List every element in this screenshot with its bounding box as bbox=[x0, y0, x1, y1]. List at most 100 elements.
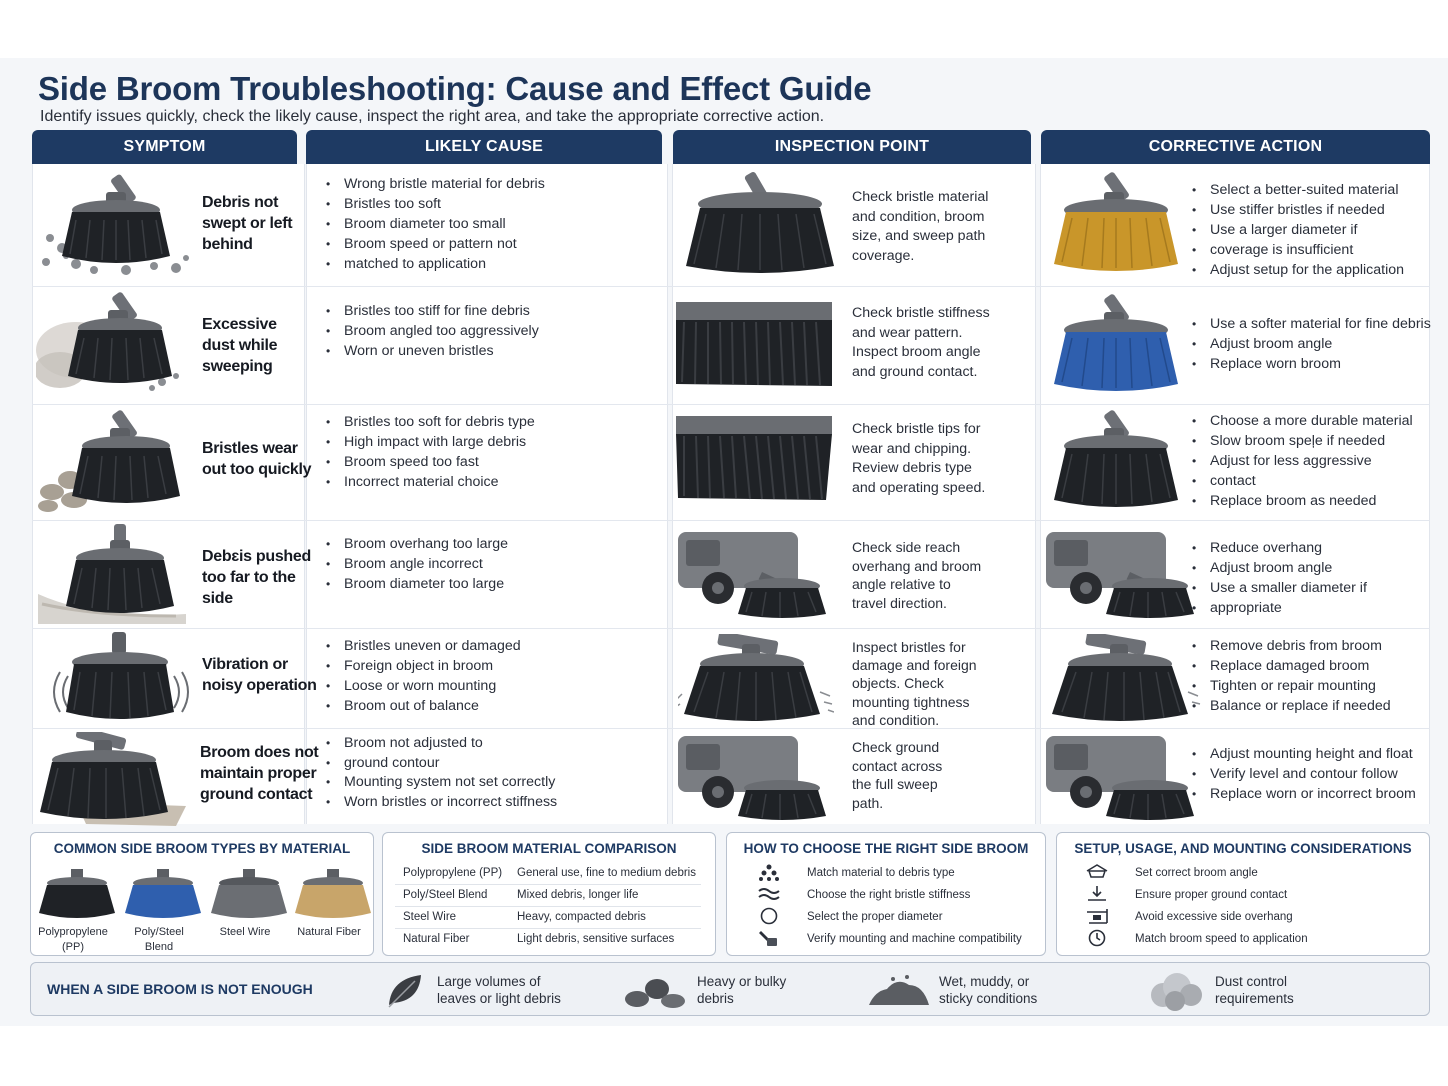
action-item: Use a softer material for fine debris bbox=[1190, 314, 1431, 334]
guide-page: Side Broom Troubleshooting: Cause and Ef… bbox=[0, 58, 1448, 1026]
action-list: Use a softer material for fine debris Ad… bbox=[1190, 314, 1431, 374]
broom-blue-icon bbox=[1054, 294, 1178, 391]
steel-wire-broom-icon bbox=[211, 869, 287, 918]
column-header-inspection: INSPECTION POINT bbox=[673, 130, 1031, 164]
dust-cloud-icon bbox=[1151, 973, 1202, 1011]
cause-item: Loose or worn mounting bbox=[324, 676, 521, 696]
action-list: Adjust mounting height and float Verify … bbox=[1190, 744, 1416, 804]
sweeper-contact-icon bbox=[678, 736, 826, 820]
action-list: Select a better-suited material Use stif… bbox=[1190, 180, 1404, 280]
cause-item: Incorrect material choice bbox=[324, 472, 535, 492]
broom-debris-icon bbox=[42, 174, 189, 275]
column-header-symptom: SYMPTOM bbox=[32, 130, 297, 164]
action-item: Adjust for less aggressive bbox=[1190, 451, 1413, 471]
action-item: Reduce overhang bbox=[1190, 538, 1367, 558]
choose-broom-box: HOW TO CHOOSE THE RIGHT SIDE BROOM Match… bbox=[726, 832, 1046, 956]
cause-item: Broom speed too fast bbox=[324, 452, 535, 472]
rocks-icon bbox=[625, 979, 685, 1008]
type-label: Natural Fiber bbox=[297, 926, 361, 938]
action-item: Adjust setup for the application bbox=[1190, 260, 1404, 280]
action-item: Replace worn or incorrect broom bbox=[1190, 784, 1416, 804]
broom-rocks-icon bbox=[38, 410, 180, 512]
choose-title: HOW TO CHOOSE THE RIGHT SIDE BROOM bbox=[743, 841, 1029, 856]
cause-item: Broom angle incorrect bbox=[324, 554, 508, 574]
overhang-icon bbox=[1087, 909, 1108, 924]
action-item: Adjust mounting height and float bbox=[1190, 744, 1416, 764]
type-label: Poly/Steel Blend bbox=[134, 926, 184, 953]
sweeper-machine-icon bbox=[678, 532, 826, 618]
bristle-tips-icon bbox=[676, 416, 832, 500]
action-item: Use a larger diameter if bbox=[1190, 220, 1404, 240]
cause-item: ground contour bbox=[324, 754, 557, 774]
cause-item: Worn or uneven bristles bbox=[324, 341, 539, 361]
type-label: Polypropylene (PP) bbox=[38, 926, 108, 953]
setup-title: SETUP, USAGE, AND MOUNTING CONSIDERATION… bbox=[1074, 841, 1412, 856]
setup-considerations-box: SETUP, USAGE, AND MOUNTING CONSIDERATION… bbox=[1056, 832, 1430, 956]
poly-steel-broom-icon bbox=[125, 869, 201, 918]
not-enough-banner: WHEN A SIDE BROOM IS NOT ENOUGH Large vo… bbox=[30, 962, 1430, 1016]
not-enough-title: WHEN A SIDE BROOM IS NOT ENOUGH bbox=[47, 981, 313, 997]
action-item: Replace damaged broom bbox=[1190, 656, 1391, 676]
action-item: Verify level and contour follow bbox=[1190, 764, 1416, 784]
cause-item: Broom diameter too large bbox=[324, 574, 508, 594]
page-title: Side Broom Troubleshooting: Cause and Ef… bbox=[38, 70, 872, 107]
action-list: Remove debris from broom Replace damaged… bbox=[1190, 636, 1391, 716]
sweeper-adjust-icon bbox=[1046, 736, 1194, 820]
clock-icon bbox=[1088, 929, 1106, 947]
cause-item: Broom not adjusted to bbox=[324, 734, 557, 754]
comparison-title: SIDE BROOM MATERIAL COMPARISON bbox=[421, 841, 677, 856]
material-comparison-box: SIDE BROOM MATERIAL COMPARISON Polypropy… bbox=[382, 832, 716, 956]
row-divider bbox=[32, 286, 1430, 287]
broom-gold-icon bbox=[1054, 172, 1178, 271]
mud-icon bbox=[869, 975, 929, 1005]
action-item: Tighten or repair mounting bbox=[1190, 676, 1391, 696]
action-item: coverage is insufficient bbox=[1190, 240, 1404, 260]
broom-repair-icon bbox=[1052, 634, 1201, 721]
debris-dots-icon bbox=[759, 864, 779, 881]
action-item: Choose a more durable material bbox=[1190, 411, 1413, 431]
angle-icon bbox=[1086, 864, 1108, 878]
sweeper-overhang-icon bbox=[1046, 532, 1194, 618]
cause-list: Broom overhang too large Broom angle inc… bbox=[324, 534, 508, 594]
broom-side-push-icon bbox=[38, 524, 186, 624]
bristle-closeup-icon bbox=[676, 302, 832, 386]
action-item: Adjust broom angle bbox=[1190, 558, 1367, 578]
cause-item: Broom overhang too large bbox=[324, 534, 508, 554]
cause-item: High impact with large debris bbox=[324, 432, 535, 452]
cause-list: Bristles too stiff for fine debris Broom… bbox=[324, 301, 539, 361]
cause-list: Wrong bristle material for debris Bristl… bbox=[324, 174, 545, 274]
row-divider bbox=[32, 628, 1430, 629]
broom-dust-icon bbox=[36, 292, 179, 391]
broom-vibration-icon bbox=[53, 632, 189, 719]
cause-item: Bristles too soft bbox=[324, 194, 545, 214]
ground-contact-icon bbox=[1088, 886, 1106, 901]
action-item: Select a better-suited material bbox=[1190, 180, 1404, 200]
circle-diameter-icon bbox=[760, 907, 778, 925]
row-divider bbox=[32, 404, 1430, 405]
action-item: contact bbox=[1190, 471, 1413, 491]
cause-item: Broom diameter too small bbox=[324, 214, 545, 234]
cause-item: Broom angled too aggressively bbox=[324, 321, 539, 341]
action-item: Replace worn broom bbox=[1190, 354, 1431, 374]
column-header-action: CORRECTIVE ACTION bbox=[1041, 130, 1430, 164]
cause-item: Worn bristles or incorrect stiffness bbox=[324, 793, 557, 813]
action-list: Reduce overhang Adjust broom angle Use a… bbox=[1190, 538, 1367, 618]
cause-item: Foreign object in broom bbox=[324, 656, 521, 676]
broom-types-title: COMMON SIDE BROOM TYPES BY MATERIAL bbox=[53, 841, 351, 856]
row-divider bbox=[32, 728, 1430, 729]
action-item: Replace broom as needed bbox=[1190, 491, 1413, 511]
